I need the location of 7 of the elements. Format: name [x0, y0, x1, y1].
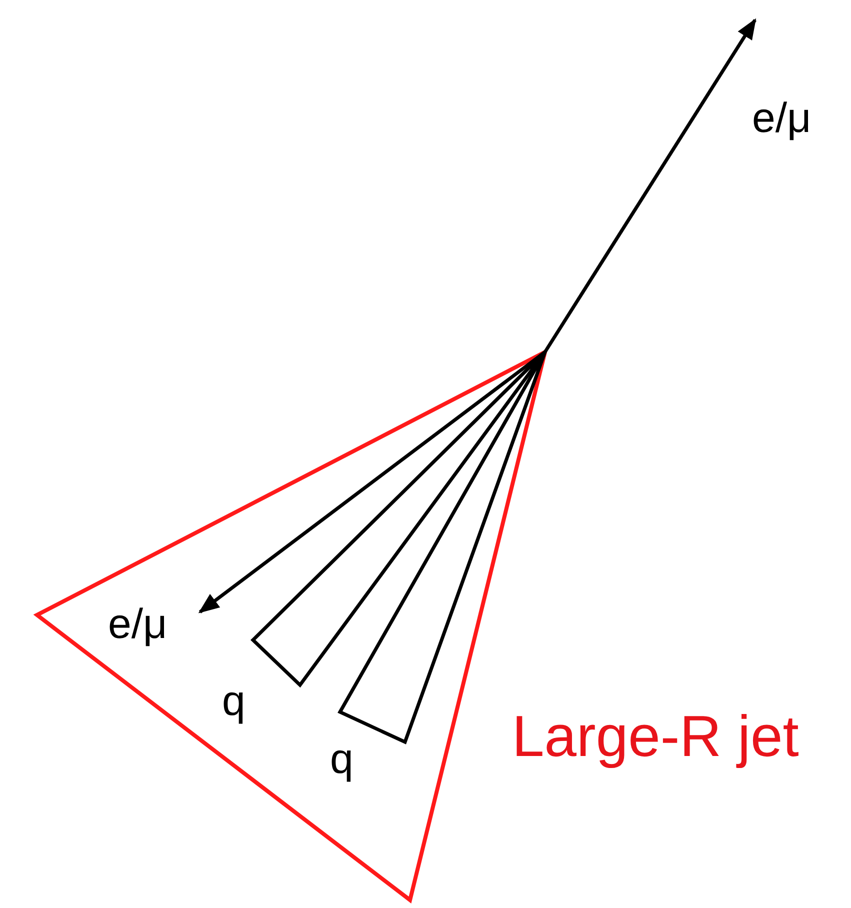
- particle-label: e/μ: [752, 97, 812, 139]
- jet-label: Large-R jet: [512, 708, 799, 766]
- particle-arrow: [198, 350, 546, 614]
- particle-label: e/μ: [108, 603, 168, 645]
- particle-arrow: [544, 18, 756, 353]
- quark-label: q: [330, 738, 354, 780]
- quark-label: q: [222, 680, 246, 722]
